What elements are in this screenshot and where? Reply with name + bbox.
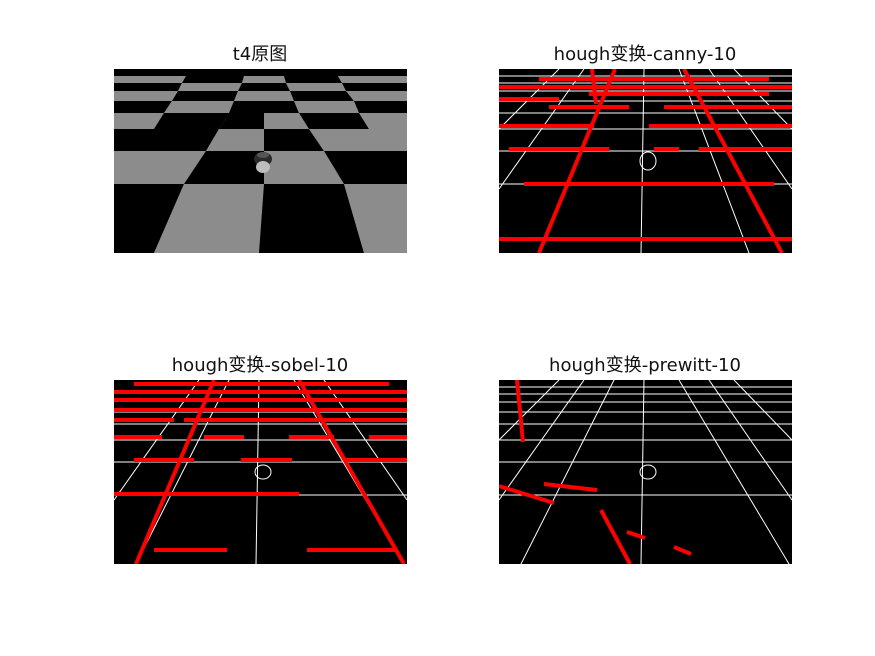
original-image (114, 69, 407, 253)
prewitt-hough-image (499, 380, 792, 564)
sobel-hough-panel (114, 380, 407, 564)
canny-hough-panel (499, 69, 792, 253)
prewitt-hough-panel (499, 380, 792, 564)
prewitt-panel-title: hough变换-prewitt-10 (549, 355, 741, 376)
canny-hough-image (499, 69, 792, 253)
original-image-panel (114, 69, 407, 253)
original-panel-title: t4原图 (232, 44, 288, 65)
sobel-panel-title: hough变换-sobel-10 (171, 355, 349, 376)
canny-panel-title: hough变换-canny-10 (553, 44, 737, 65)
sobel-hough-image (114, 380, 407, 564)
